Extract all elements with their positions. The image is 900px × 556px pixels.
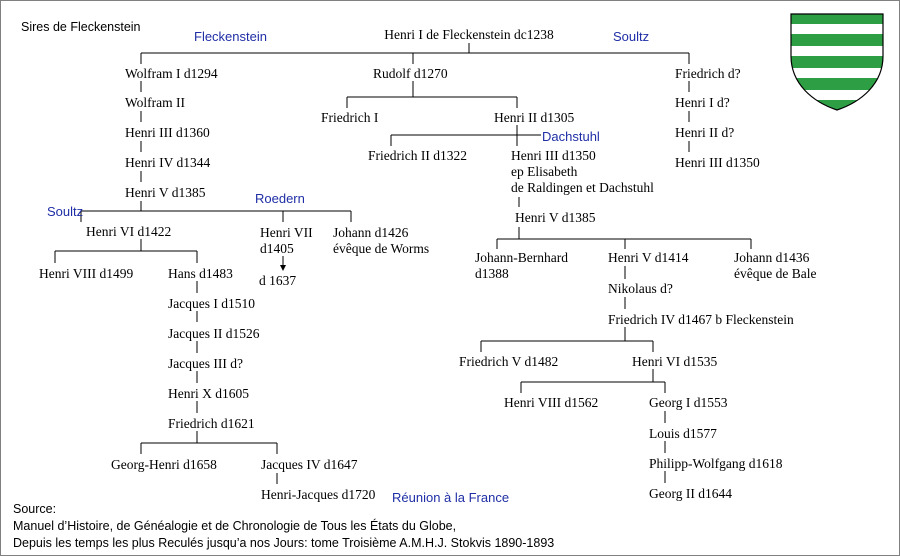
person-friedrich-ii: Friedrich II d1322 (368, 148, 467, 163)
branch-label-dachstuhl: Dachstuhl (542, 129, 600, 144)
branch-label-soultz: Soultz (613, 29, 650, 44)
person-henri-i: Henri I de Fleckenstein dc1238 (384, 27, 554, 42)
person-georg-i: Georg I d1553 (649, 395, 728, 410)
person-wolfram-ii: Wolfram II (125, 95, 186, 110)
person-henri-vii-death: d1405 (260, 241, 294, 256)
person-jacques-ii: Jacques II d1526 (168, 326, 260, 341)
person-henri-iii-right: Henri III d1350 (675, 155, 760, 170)
person-johann-bernhard: Johann-Bernhard (475, 250, 568, 265)
person-wolfram-i: Wolfram I d1294 (125, 66, 218, 81)
branch-label-roedern: Roedern (255, 191, 305, 206)
person-henri-iii-center-title: de Raldingen et Dachstuhl (511, 180, 654, 195)
person-henri-x: Henri X d1605 (168, 386, 249, 401)
person-jacques-i: Jacques I d1510 (168, 296, 255, 311)
person-henri-v-left: Henri V d1385 (125, 185, 206, 200)
branch-label-reunion: Réunion à la France (392, 490, 510, 505)
person-friedrich-right: Friedrich d? (675, 66, 741, 81)
person-henri-jacques: Henri-Jacques d1720 (261, 487, 376, 502)
person-friedrich-1621: Friedrich d1621 (168, 416, 255, 431)
person-friedrich-iv: Friedrich IV d1467 b Fleckenstein (608, 312, 794, 327)
person-henri-vii-line-end: d 1637 (259, 273, 297, 288)
branch-label-fleckenstein: Fleckenstein (194, 29, 267, 44)
person-henri-iii-center: Henri III d1350 (511, 148, 596, 163)
person-louis: Louis d1577 (649, 426, 717, 441)
person-georg-henri: Georg-Henri d1658 (111, 457, 217, 472)
person-johann-bernhard-death: d1388 (475, 266, 509, 281)
diagram-title: Sires de Fleckenstein (21, 20, 141, 34)
person-henri-v-center: Henri V d1385 (515, 210, 596, 225)
person-johann-worms-title: évêque de Worms (333, 241, 430, 256)
person-friedrich-i: Friedrich I (321, 110, 379, 125)
person-johann-worms: Johann d1426 (333, 225, 409, 240)
arrow-down-icon (280, 256, 286, 271)
branch-label-soultz-left: Soultz (47, 204, 84, 219)
shield-icon (790, 13, 884, 111)
person-henri-ii-center: Henri II d1305 (494, 110, 575, 125)
person-henri-iii-left: Henri III d1360 (125, 125, 210, 140)
person-jacques-iii: Jacques III d? (168, 356, 243, 371)
person-henri-vi-left: Henri VI d1422 (86, 224, 172, 239)
person-friedrich-v: Friedrich V d1482 (459, 354, 559, 369)
person-henri-iv: Henri IV d1344 (125, 155, 211, 170)
person-henri-iii-center-spouse: ep Elisabeth (511, 164, 578, 179)
person-johann-bale: Johann d1436 (734, 250, 810, 265)
person-rudolf: Rudolf d1270 (373, 66, 448, 81)
person-georg-ii: Georg II d1644 (649, 486, 732, 501)
source-heading: Source: (13, 502, 57, 516)
person-philipp-wolfgang: Philipp-Wolfgang d1618 (649, 456, 783, 471)
person-jacques-iv: Jacques IV d1647 (261, 457, 358, 472)
person-henri-i-right: Henri I d? (675, 95, 730, 110)
person-henri-viii-left: Henri VIII d1499 (39, 266, 134, 281)
person-henri-v-1414: Henri V d1414 (608, 250, 689, 265)
person-hans: Hans d1483 (168, 266, 233, 281)
person-johann-bale-title: évêque de Bale (734, 266, 817, 281)
person-henri-vii-name: Henri VII (260, 225, 313, 240)
person-nikolaus: Nikolaus d? (608, 281, 673, 296)
person-henri-vi-center: Henri VI d1535 (632, 354, 718, 369)
source-line-2: Depuis les temps les plus Reculés jusqu’… (13, 536, 555, 550)
person-henri-ii-right: Henri II d? (675, 125, 735, 140)
source-line-1: Manuel d’Histoire, de Généalogie et de C… (13, 519, 457, 533)
person-henri-viii-center: Henri VIII d1562 (504, 395, 599, 410)
